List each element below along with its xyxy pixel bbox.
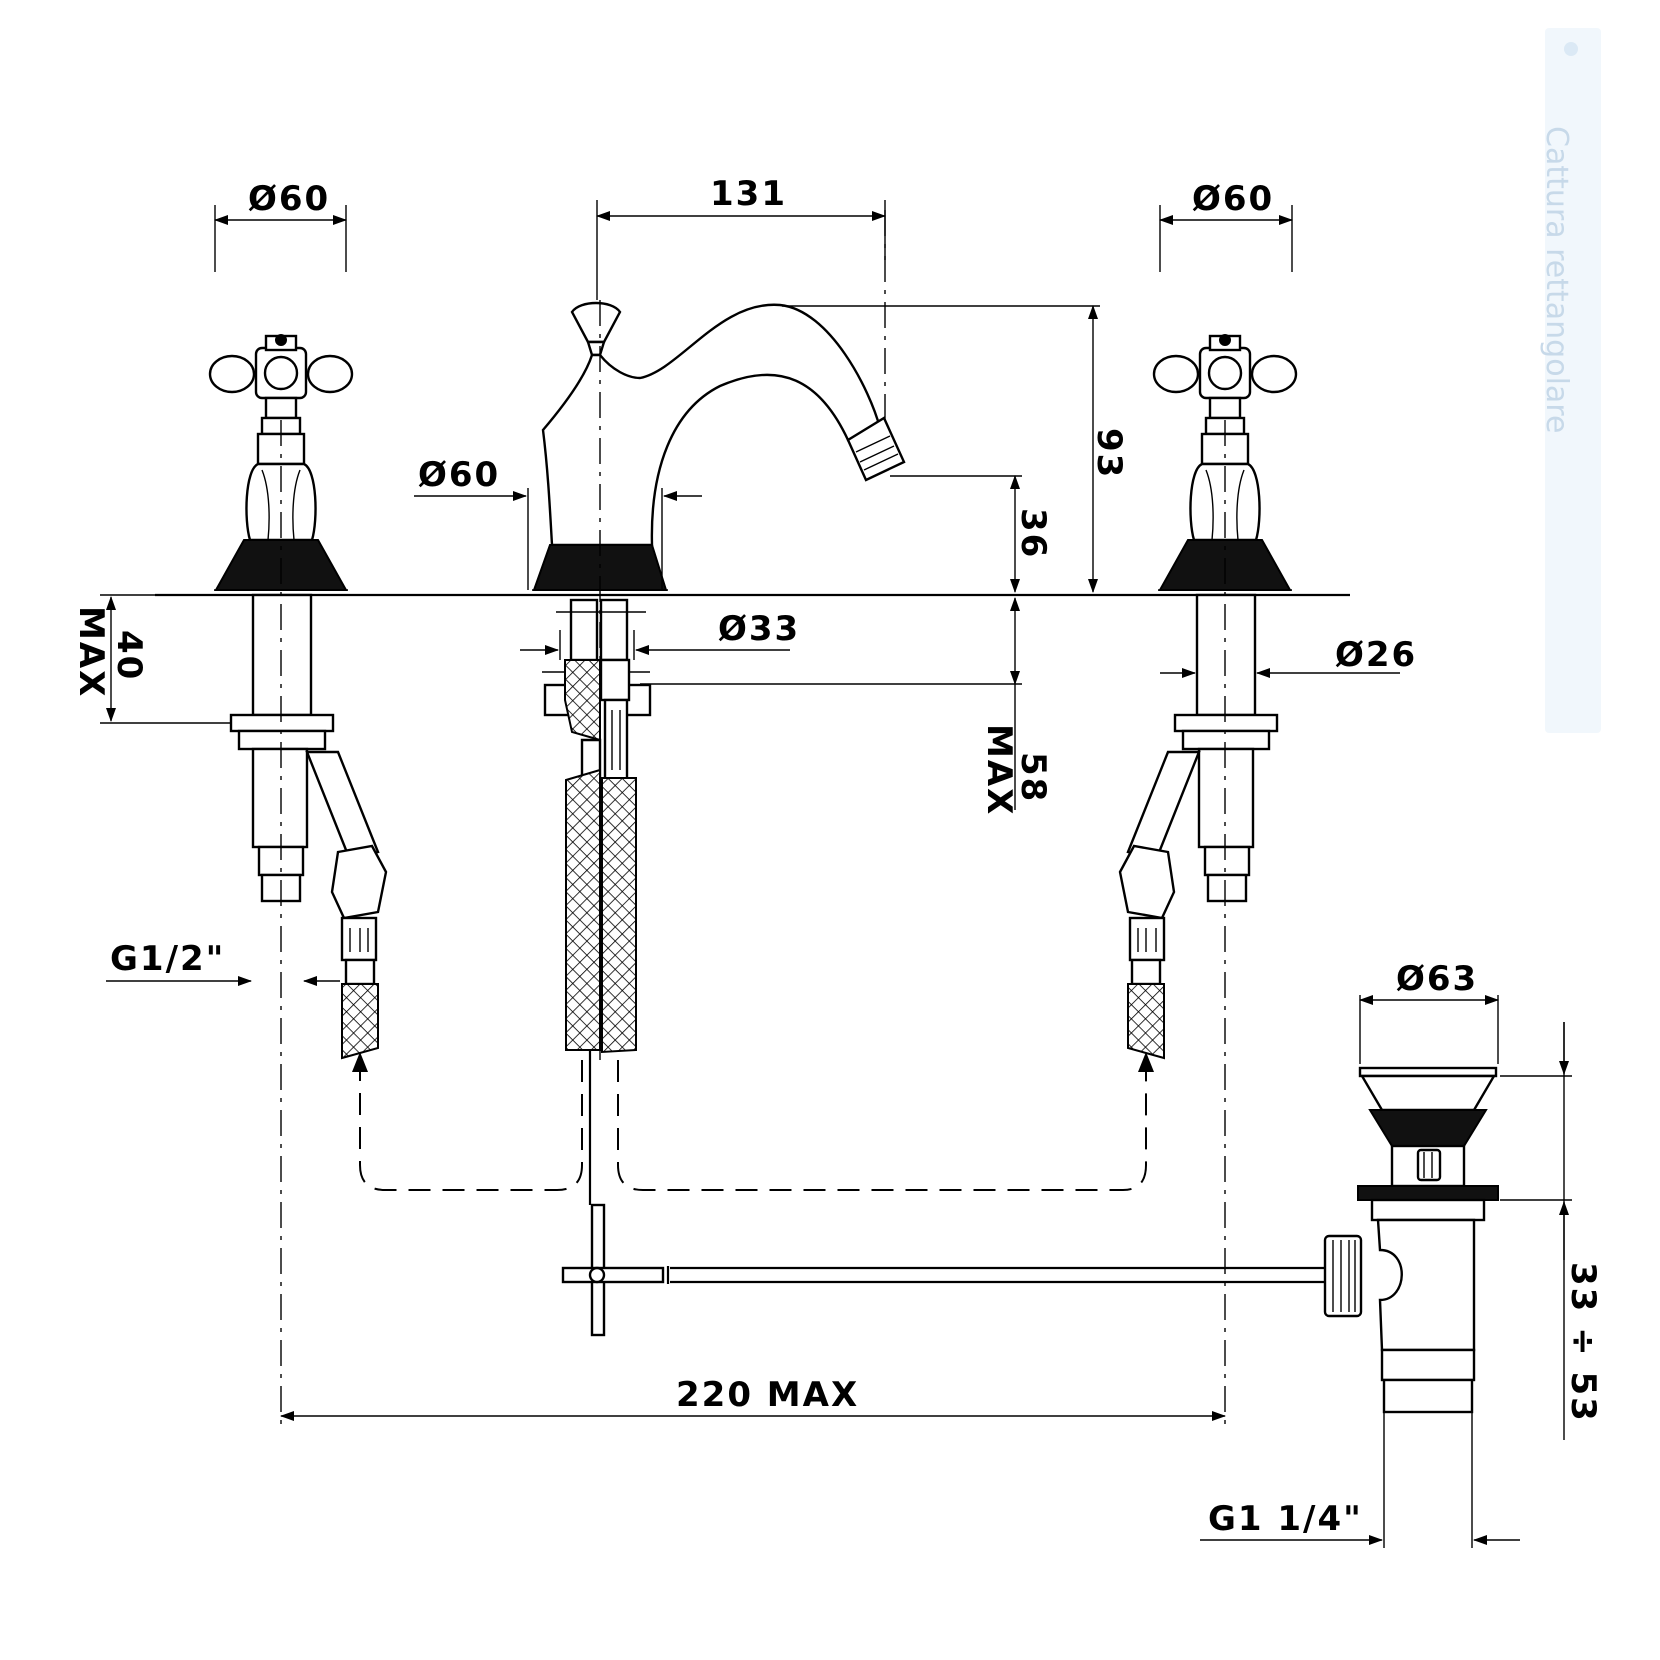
dim-spout-reach: 131 — [710, 174, 787, 214]
screenshot-capture-tab[interactable] — [1545, 28, 1601, 733]
dim-inlet-thread: G1/2" — [110, 939, 225, 979]
dim-pull-rod-depth: 58 — [1013, 752, 1053, 803]
flow-arrow-right-icon — [1138, 1052, 1154, 1072]
flow-arrow-left-icon — [352, 1052, 368, 1072]
dim-left-handle-diameter: Ø60 — [248, 179, 330, 219]
bidet-spout-body — [532, 301, 906, 591]
dim-waste-adjust-range: 33 ÷ 53 — [1563, 1262, 1603, 1423]
right-handle-valve — [1152, 334, 1298, 591]
dim-handle-spacing: 220 MAX — [676, 1375, 859, 1415]
centre-shank-assembly — [542, 598, 665, 1337]
dim-right-handle-diameter: Ø60 — [1192, 179, 1274, 219]
hot-supply-route — [617, 1060, 1147, 1191]
dim-deck-thickness-unit: MAX — [71, 606, 111, 698]
pop-up-waste — [666, 1066, 1499, 1414]
capture-dot-icon — [1564, 42, 1578, 56]
dim-waste-head-diameter: Ø63 — [1396, 959, 1478, 999]
left-handle-valve — [208, 334, 354, 591]
dim-spout-height: 93 — [1089, 428, 1129, 479]
dim-pull-rod-depth-unit: MAX — [979, 724, 1019, 816]
cold-supply-route — [359, 1060, 583, 1191]
dim-waste-thread: G1 1/4" — [1208, 1499, 1363, 1539]
right-shank-assembly — [1118, 593, 1279, 1060]
dim-outlet-height: 36 — [1013, 508, 1053, 559]
dim-body-base-diameter: Ø60 — [418, 455, 500, 495]
dim-centre-shank-diameter: Ø33 — [718, 609, 800, 649]
left-shank-assembly — [229, 593, 388, 1060]
dim-deck-thickness: 40 — [109, 630, 149, 681]
dim-side-shank-diameter: Ø26 — [1335, 635, 1417, 675]
